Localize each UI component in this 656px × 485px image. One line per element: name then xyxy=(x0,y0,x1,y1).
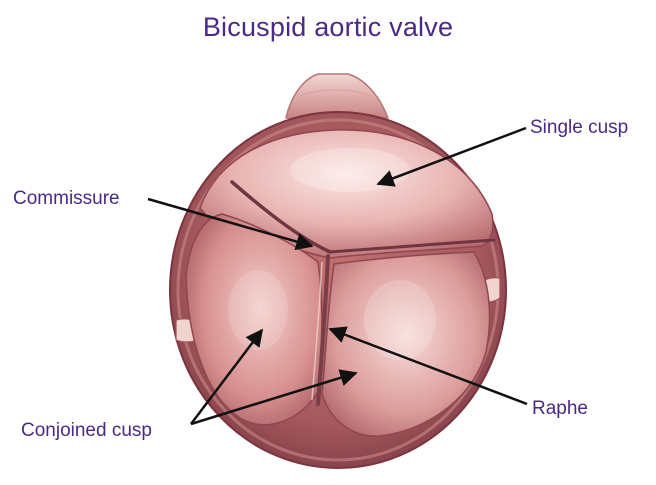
label-single-cusp: Single cusp xyxy=(530,117,628,139)
label-conjoined-cusp: Conjoined cusp xyxy=(21,420,152,442)
label-raphe: Raphe xyxy=(532,398,588,420)
label-commissure: Commissure xyxy=(13,188,120,210)
